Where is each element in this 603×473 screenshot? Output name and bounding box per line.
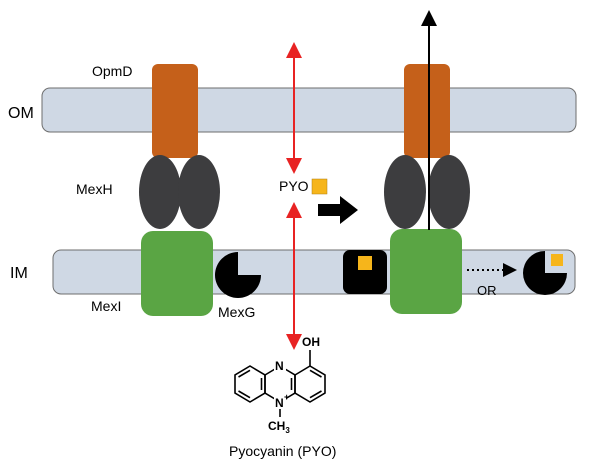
mexg-bound [343,250,387,294]
mol-n-charge: + [284,392,289,402]
pyocyanin-caption: Pyocyanin (PYO) [229,443,336,459]
mexg-right [523,251,567,295]
mexi-label: MexI [91,298,121,314]
mexg-left [215,252,261,298]
mexi-left [141,231,213,316]
pyo-square-right [551,254,563,266]
mol-n-bottom: N [275,396,284,410]
pyo-square-bound [358,256,372,270]
inner-membrane [52,249,576,295]
opmd-left [152,64,198,158]
pyo-square-center [311,178,328,195]
mol-n-top: N [275,359,284,373]
mexh-right-1 [384,155,426,229]
or-label: OR [477,283,497,298]
opmd-right [404,64,450,158]
transition-arrow [318,196,358,224]
mol-oh: OH [302,335,320,349]
mol-methyl: CH3 [268,419,290,435]
mexi-right [390,229,462,314]
mexh-label: MexH [76,181,113,197]
im-label: IM [10,265,28,282]
mexh-left-2 [178,155,220,229]
om-label: OM [8,105,34,122]
mexh-left-1 [139,155,181,229]
pyocyanin-structure [234,350,326,417]
mexg-label: MexG [218,304,255,320]
mexh-right-2 [428,155,470,229]
opmd-label: OpmD [92,63,132,79]
pyo-label: PYO [279,178,309,194]
outer-membrane [41,87,577,133]
